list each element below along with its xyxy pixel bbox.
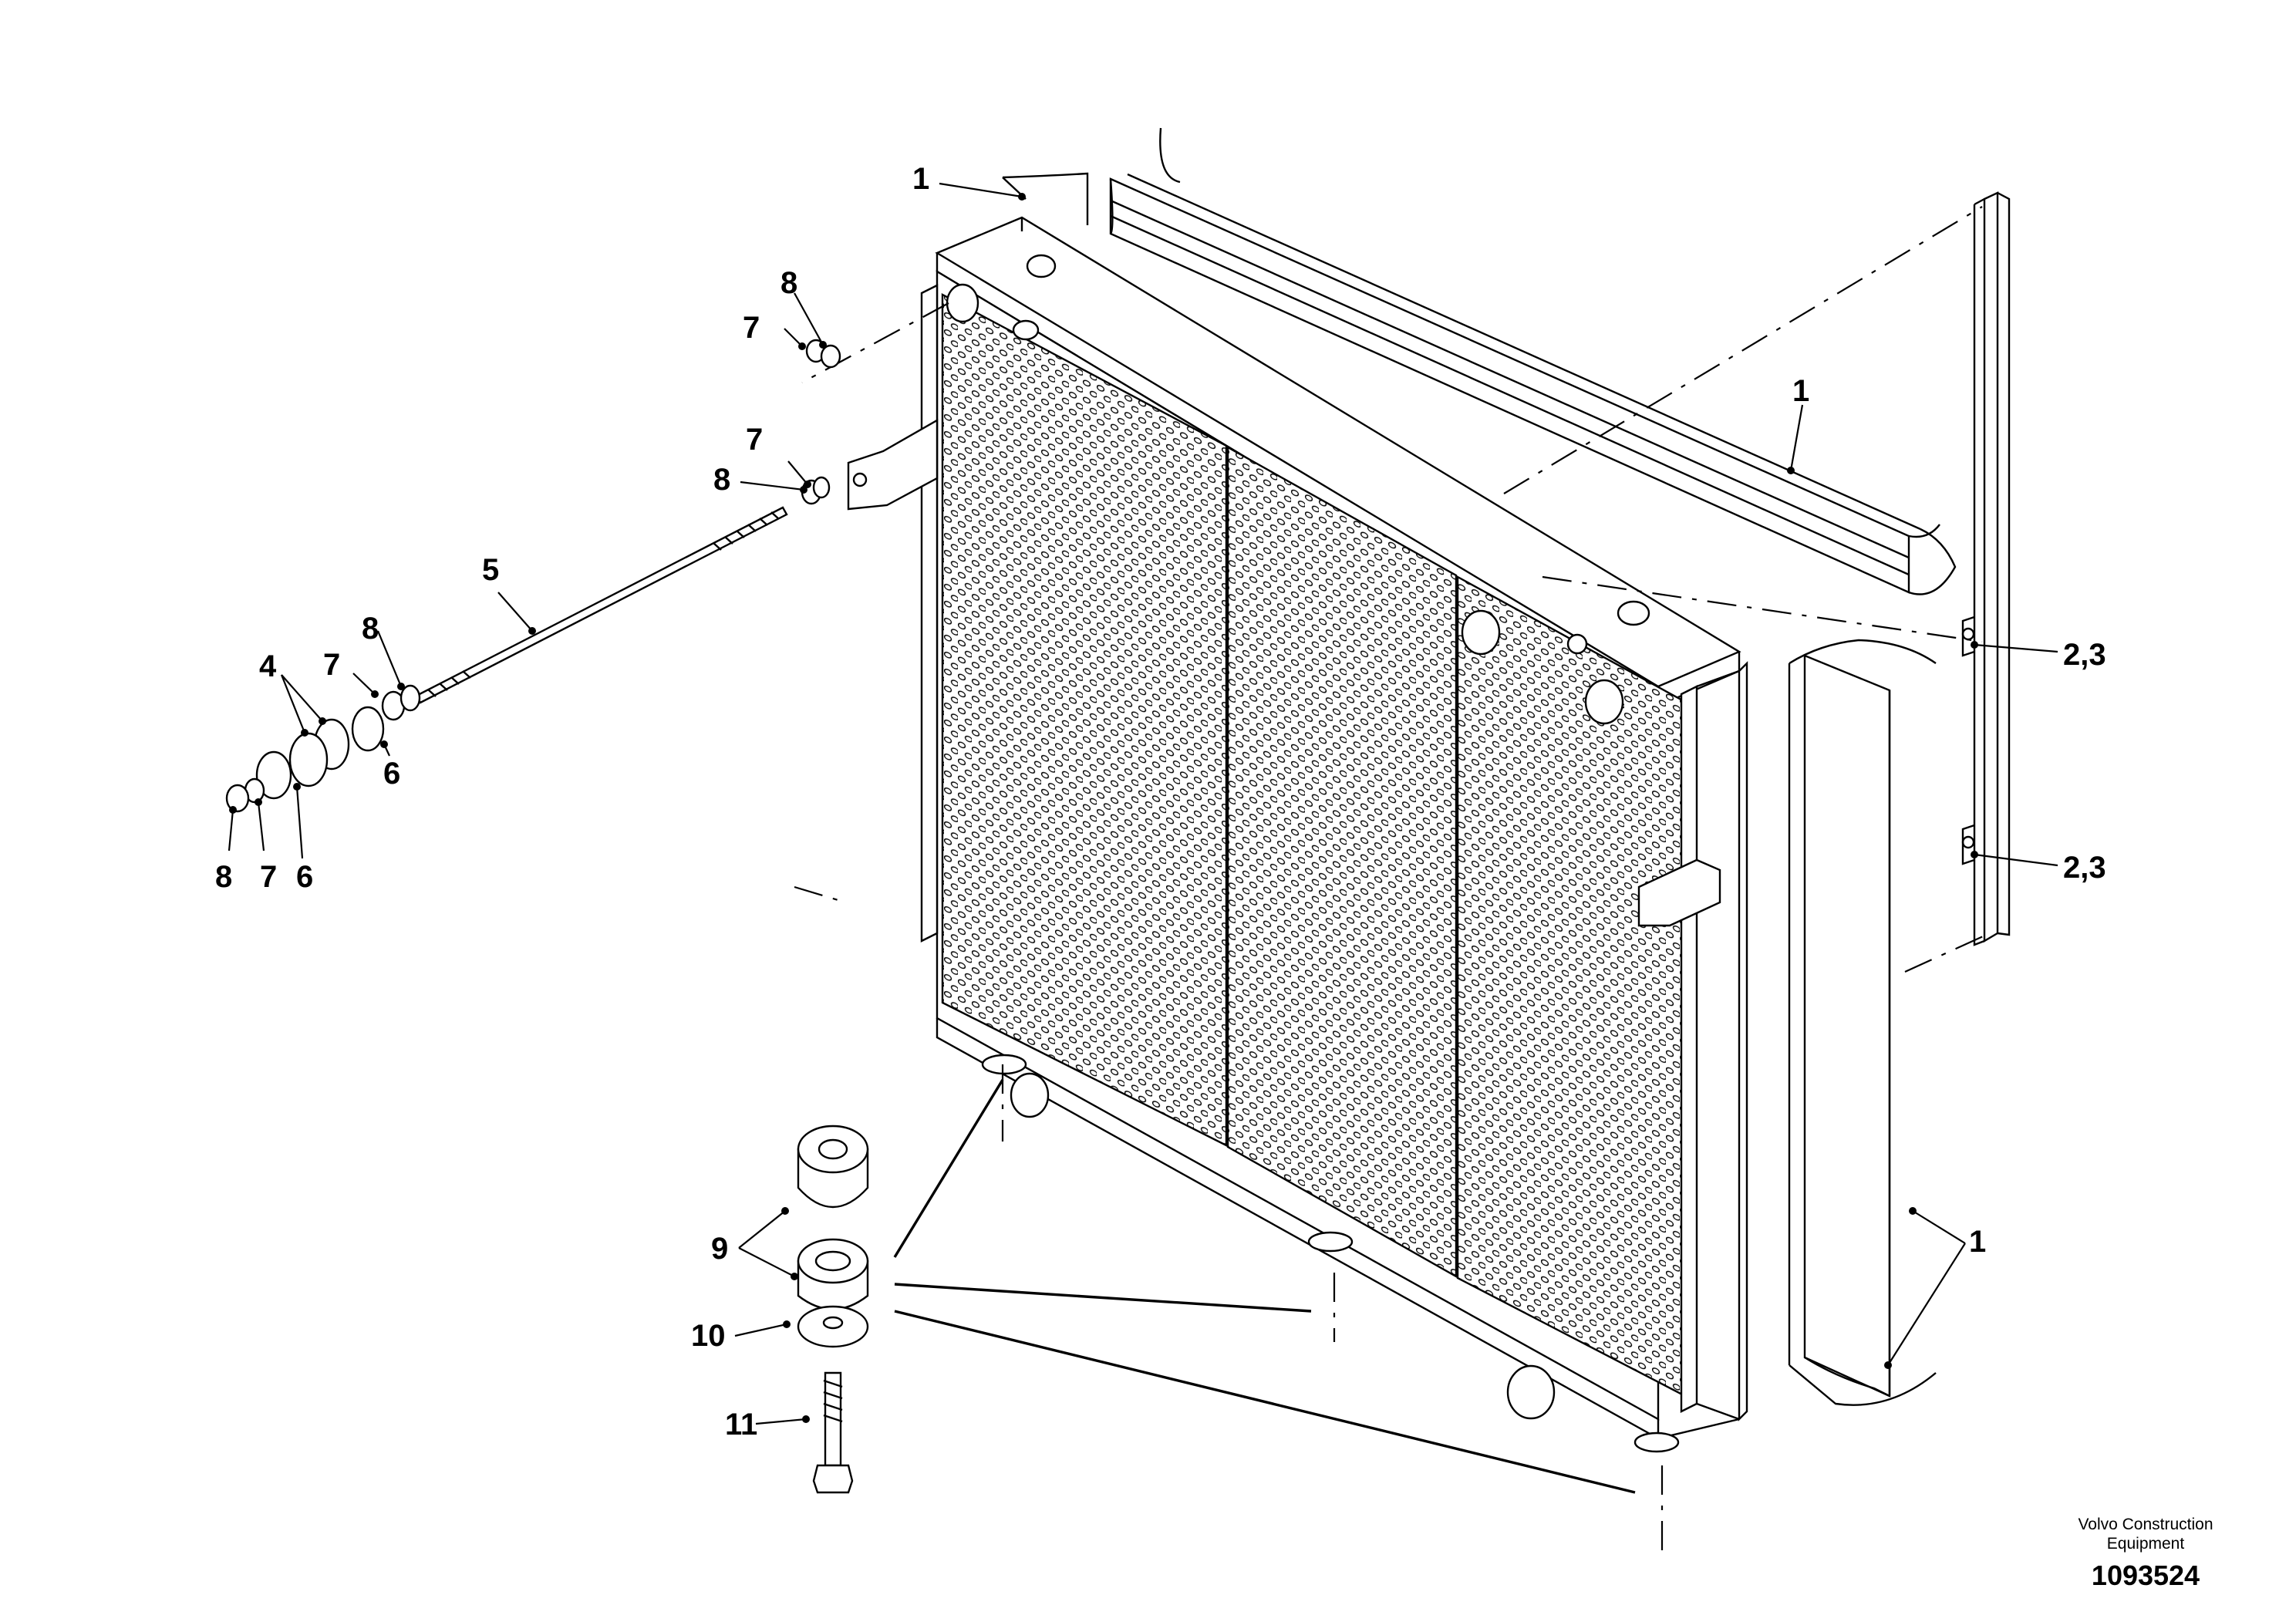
callout-10: 10 bbox=[691, 1319, 726, 1353]
top-duct-seal bbox=[1002, 127, 1957, 595]
callout-4: 4 bbox=[259, 649, 277, 683]
callout-2-3-lower: 2,3 bbox=[2063, 851, 2106, 885]
leader-lines bbox=[228, 182, 2058, 1425]
callout-9: 9 bbox=[711, 1232, 728, 1266]
callout-7-rod: 7 bbox=[323, 648, 340, 682]
perforated-panel-right bbox=[1456, 575, 1687, 1398]
mounting-rod bbox=[415, 506, 788, 704]
drawing-number: 1093524 bbox=[2092, 1560, 2200, 1591]
radiator-assembly bbox=[847, 216, 1748, 1453]
callout-8-left: 8 bbox=[215, 860, 232, 894]
perforated-panel-center bbox=[1226, 445, 1458, 1279]
callout-1-right: 1 bbox=[1792, 374, 1809, 408]
callout-1-bottom: 1 bbox=[1969, 1225, 1986, 1259]
callout-7-left: 7 bbox=[260, 860, 277, 894]
callout-5: 5 bbox=[482, 553, 499, 587]
brand-line-2: Equipment bbox=[2107, 1535, 2185, 1553]
hardware-top bbox=[801, 339, 841, 505]
callout-1-top: 1 bbox=[912, 162, 929, 196]
side-rail bbox=[1961, 191, 2011, 946]
callout-7-top: 7 bbox=[743, 311, 760, 345]
callout-2-3-upper: 2,3 bbox=[2063, 638, 2106, 672]
callout-11: 11 bbox=[725, 1408, 757, 1442]
callout-8-rod: 8 bbox=[362, 612, 379, 646]
callout-6-left: 6 bbox=[296, 860, 313, 894]
footer: Volvo Construction Equipment 1093524 bbox=[2078, 1516, 2213, 1591]
callout-7-mid: 7 bbox=[746, 423, 763, 457]
hardware-rod-end bbox=[225, 684, 421, 813]
callout-8-mid: 8 bbox=[713, 463, 730, 497]
rubber-mount-stack bbox=[797, 1079, 1636, 1494]
callout-6-right: 6 bbox=[383, 757, 400, 791]
assembly-lines bbox=[794, 206, 1991, 1550]
right-duct-seal bbox=[1788, 639, 1937, 1406]
brand-line-1: Volvo Construction bbox=[2078, 1516, 2213, 1533]
callout-8-top: 8 bbox=[781, 266, 797, 300]
callout-labels: 1 1 1 2,3 2,3 4 5 6 6 7 7 7 7 8 8 8 8 9 … bbox=[215, 162, 2106, 1442]
perforated-panel-left bbox=[941, 293, 1228, 1147]
